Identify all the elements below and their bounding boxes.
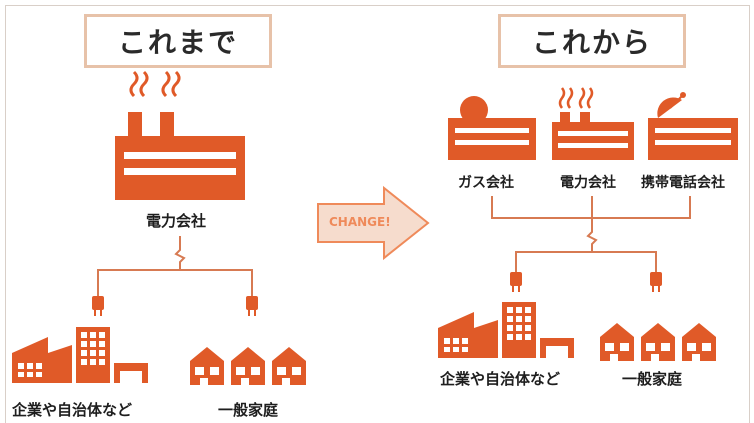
before-power-plant-icon <box>115 70 245 200</box>
after-source-label-power: 電力会社 <box>560 175 616 191</box>
mobile-company-icon <box>648 92 738 160</box>
before-connector-lines <box>97 236 253 300</box>
before-household-label: 一般家庭 <box>218 401 279 419</box>
before-source-label: 電力会社 <box>146 212 207 230</box>
after-house-icon <box>641 323 675 361</box>
after-business-label: 企業や自治体など <box>440 370 561 388</box>
before-plug-household-icon <box>246 296 258 316</box>
before-house-icon <box>190 347 224 385</box>
after-house-icon <box>600 323 634 361</box>
after-plug-household-icon <box>650 272 662 292</box>
after-source-label-gas: ガス会社 <box>458 175 514 191</box>
arrow-label: CHANGE! <box>329 215 391 229</box>
before-house-icon <box>272 347 306 385</box>
after-power-plant-icon <box>552 87 634 160</box>
after-house-icon <box>682 323 716 361</box>
before-plug-business-icon <box>92 296 104 316</box>
before-business-label: 企業や自治体など <box>12 401 133 419</box>
after-title: これから <box>498 14 686 68</box>
gas-company-icon <box>448 96 536 160</box>
before-business-icon <box>12 327 148 383</box>
after-connector-lines <box>491 196 691 276</box>
after-business-icon <box>438 302 574 358</box>
before-house-icon <box>231 347 265 385</box>
after-household-label: 一般家庭 <box>622 370 683 388</box>
change-arrow-icon <box>317 185 430 261</box>
before-title: これまで <box>84 14 272 68</box>
after-plug-business-icon <box>510 272 522 292</box>
diagram-frame <box>5 5 750 423</box>
after-source-label-mobile: 携帯電話会社 <box>641 175 725 191</box>
